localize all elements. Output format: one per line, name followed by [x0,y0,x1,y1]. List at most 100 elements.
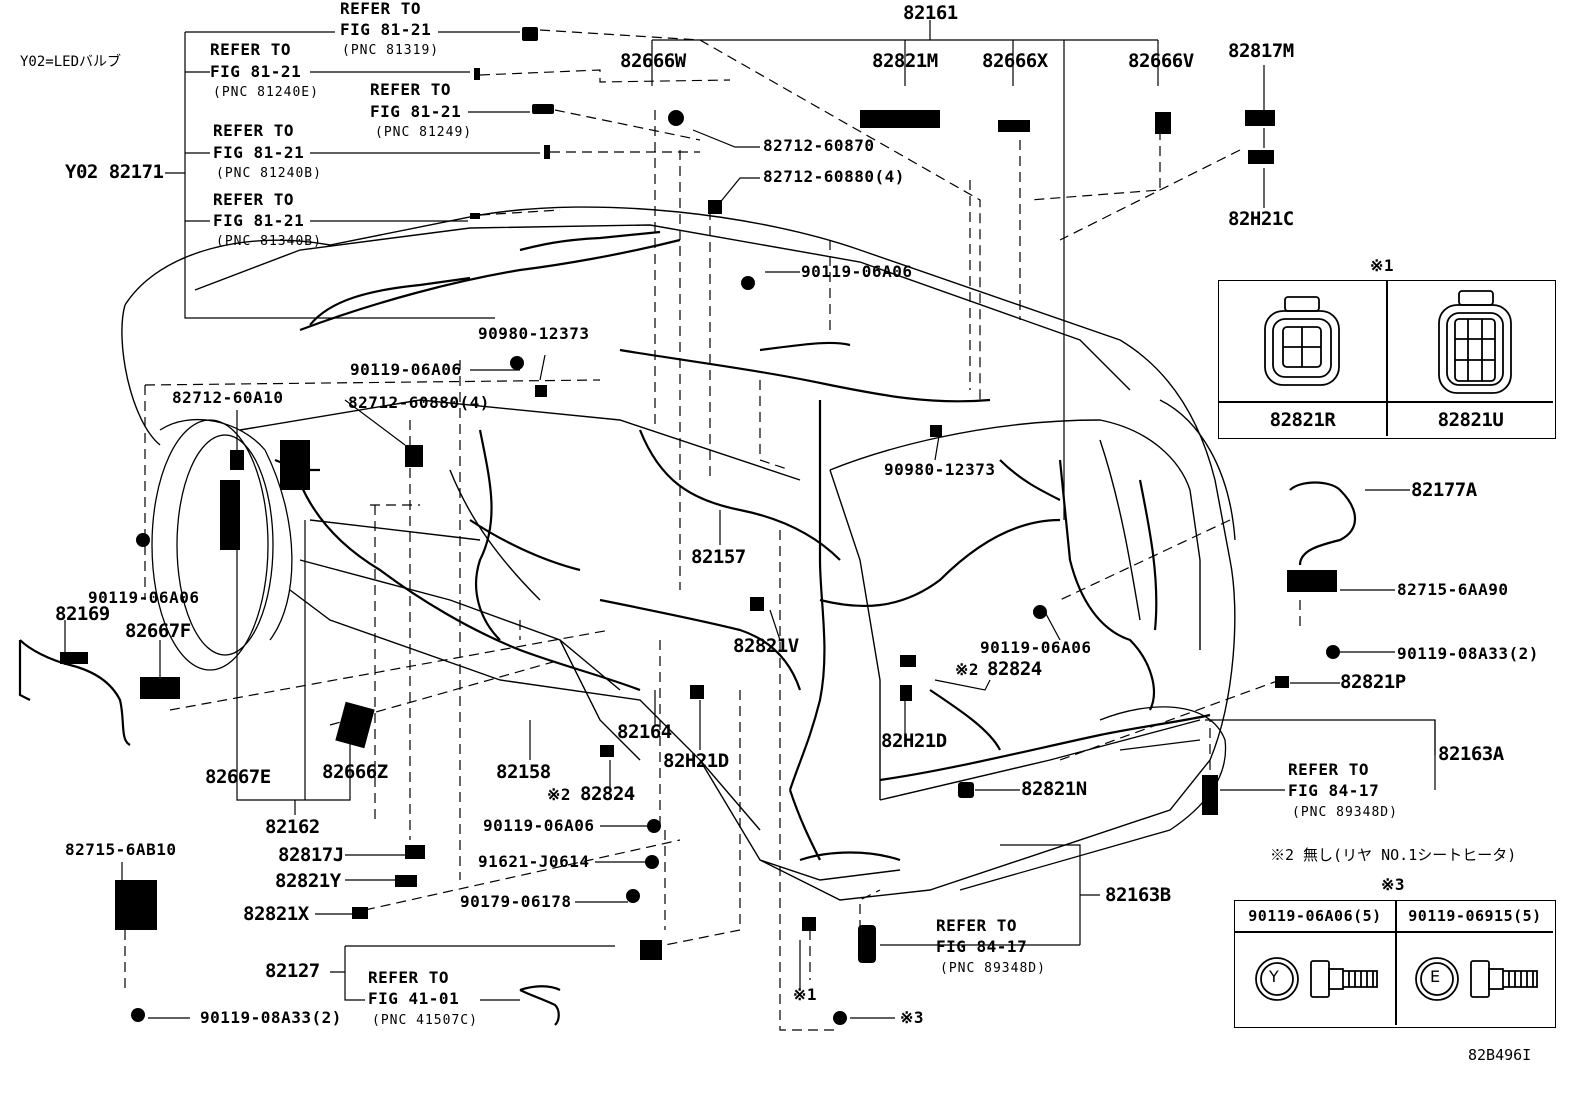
bolt-inset-table: 90119-06A06(5) 90119-06915(5) Y E [1234,900,1556,1028]
refer-pnc: (PNC 41507C) [372,1013,478,1028]
bolt-e-symbol: E [1430,967,1441,986]
front-wheel-outline [151,418,293,671]
part-90119-06A06-upper[interactable]: 90119-06A06 [801,262,913,281]
refer-text: REFER TO [340,0,422,18]
bolt-y-symbol: Y [1269,967,1279,986]
part-82162[interactable]: 82162 [265,816,320,838]
marker-2-upper: ※2 [955,660,980,679]
part-90119-06A06-lower[interactable]: 90119-06A06 [483,816,595,835]
note-2: ※2 無し(リヤ NO.1シートヒータ) [1270,846,1517,864]
dashed-leaders [124,29,1301,1031]
refer-fig: FIG 41-01 [368,989,460,1008]
refer-fig: FIG 81-21 [370,102,462,121]
part-82715-6AB10[interactable]: 82715-6AB10 [65,840,177,859]
part-82712-60870[interactable]: 82712-60870 [763,136,875,155]
refer-text: REFER TO [370,80,452,99]
part-82667F[interactable]: 82667F [125,620,191,642]
part-82157[interactable]: 82157 [691,546,746,568]
part-82824-upper[interactable]: 82824 [987,658,1042,680]
connector-82821U-icon [1438,290,1512,394]
inset-1-marker: ※1 [1370,256,1395,275]
part-82821M[interactable]: 82821M [872,50,938,72]
marker-1: ※1 [793,985,818,1004]
refer-text: REFER TO [368,968,450,987]
bolt-y-icon [1255,957,1378,1001]
part-91621-J0614[interactable]: 91621-J0614 [478,852,590,871]
part-82817M[interactable]: 82817M [1228,40,1294,62]
refer-text: REFER TO [213,121,295,140]
part-82824-lower[interactable]: 82824 [580,783,635,805]
marker-2-lower: ※2 [547,785,572,804]
part-90980-12373-left[interactable]: 90980-12373 [478,324,590,343]
inset-part-82821U[interactable]: 82821U [1437,408,1504,431]
part-82667E[interactable]: 82667E [205,766,271,788]
part-82164[interactable]: 82164 [617,721,672,743]
part-82666X[interactable]: 82666X [982,50,1048,72]
refer-pnc: (PNC 89348D) [1292,805,1398,820]
inset-divider [1395,901,1397,1025]
refer-pnc: (PNC 81319) [342,43,440,58]
inset-divider [1235,931,1553,933]
legend-note: Y02=LEDバルブ [20,54,122,70]
refer-pnc: (PNC 81249) [375,125,473,140]
rear-bumper-outline [959,706,1227,891]
refer-fig: FIG 81-21 [213,211,305,230]
part-90119-08A33-right[interactable]: 90119-08A33(2) [1397,644,1539,663]
refer-pnc: (PNC 81240E) [213,85,319,100]
refer-pnc: (PNC 81240B) [216,166,322,181]
connector-inset-table: 82821R 82821U [1218,280,1556,439]
part-82821Y[interactable]: 82821Y [275,870,341,892]
marker-3: ※3 [900,1008,925,1027]
part-82H21D-right[interactable]: 82H21D [881,730,947,752]
part-82821N[interactable]: 82821N [1021,778,1087,800]
part-82712-60880-lower[interactable]: 82712-60880(4) [348,393,490,412]
refer-fig: FIG 81-21 [213,143,305,162]
part-82821X[interactable]: 82821X [243,903,309,925]
part-82163A[interactable]: 82163A [1438,743,1504,765]
refer-text: REFER TO [1288,760,1370,779]
part-82712-60880-upper[interactable]: 82712-60880(4) [763,167,905,186]
connector-glyphs [60,27,1340,1025]
refer-text: REFER TO [210,40,292,59]
drawing-code: 82B496I [1468,1046,1532,1064]
refer-fig: FIG 84-17 [1288,781,1380,800]
part-90980-12373-right[interactable]: 90980-12373 [884,460,996,479]
refer-pnc: (PNC 89348D) [940,961,1046,976]
inset-divider [1386,281,1388,436]
part-82666V[interactable]: 82666V [1128,50,1194,72]
part-90179-06178[interactable]: 90179-06178 [460,892,572,911]
refer-fig: FIG 81-21 [340,20,432,39]
solid-leaders [64,20,1436,1019]
part-82163B[interactable]: 82163B [1105,884,1171,906]
inset-bolt-left-part[interactable]: 90119-06A06(5) [1248,907,1382,925]
part-82666Z[interactable]: 82666Z [322,761,388,783]
inset-bolt-right-part[interactable]: 90119-06915(5) [1408,907,1542,925]
part-82127[interactable]: 82127 [265,960,320,982]
part-82H21C[interactable]: 82H21C [1228,208,1294,230]
part-82177A[interactable]: 82177A [1411,479,1477,501]
refer-pnc: (PNC 81340B) [216,234,322,249]
part-82715-6AA90[interactable]: 82715-6AA90 [1397,580,1509,599]
part-90119-06A06-rear[interactable]: 90119-06A06 [980,638,1092,657]
part-82666W[interactable]: 82666W [620,50,686,72]
part-82158[interactable]: 82158 [496,761,551,783]
part-90119-08A33-lower[interactable]: 90119-08A33(2) [200,1008,342,1027]
part-82H21D-left[interactable]: 82H21D [663,750,729,772]
inset-part-82821R[interactable]: 82821R [1269,408,1336,431]
part-82161[interactable]: 82161 [903,2,958,24]
part-82821V[interactable]: 82821V [733,635,799,657]
refer-text: REFER TO [213,190,295,209]
part-82171[interactable]: Y02 82171 [65,161,164,183]
part-82712-60A10[interactable]: 82712-60A10 [172,388,284,407]
part-90119-06A06-front[interactable]: 90119-06A06 [88,588,200,607]
harness-wires [18,230,1356,1026]
inset-divider [1219,401,1553,403]
inset-3-marker: ※3 [1381,875,1406,894]
part-82169[interactable]: 82169 [55,603,110,625]
bolt-e-icon [1415,957,1538,1001]
part-90119-06A06-mid[interactable]: 90119-06A06 [350,360,462,379]
part-82821P[interactable]: 82821P [1340,671,1406,693]
part-82817J[interactable]: 82817J [278,844,344,866]
